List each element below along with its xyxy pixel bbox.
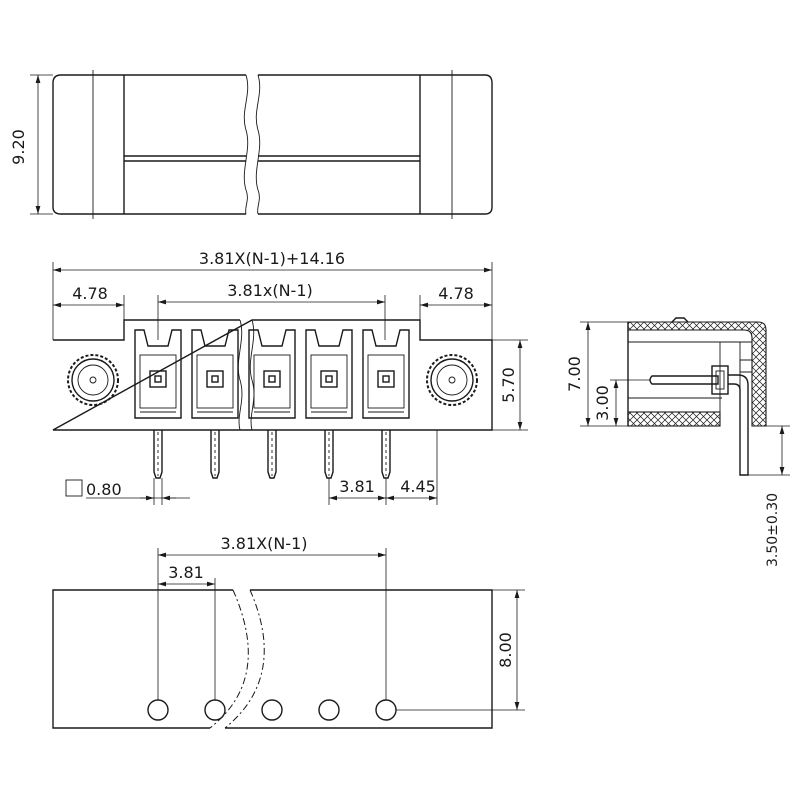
cavity-3 — [248, 329, 296, 419]
cavity-2 — [191, 329, 239, 419]
pin-size-label: 0.80 — [86, 480, 122, 499]
pcb-depth-label: 8.00 — [496, 632, 515, 668]
pcb-hole — [204, 699, 226, 721]
cavity-4 — [305, 329, 353, 419]
pcb-hole — [375, 699, 397, 721]
pin-height-label: 3.00 — [593, 385, 612, 421]
pcb-holes — [147, 699, 397, 721]
pcb-layout-view: 3.81X(N-1) 3.81 8.00 — [52, 534, 525, 729]
cavity-1 — [134, 329, 182, 419]
left-screw-icon — [67, 354, 119, 406]
overall-length-label: 3.81X(N-1)+14.16 — [199, 249, 345, 268]
front-view: 3.81X(N-1)+14.16 3.81x(N-1) 4.78 4.78 — [52, 249, 528, 505]
cavity-5 — [362, 329, 410, 419]
left-end-label: 4.78 — [72, 284, 108, 303]
pin-length-label: 3.50±0.30 — [765, 493, 781, 567]
pin-to-end-label: 4.45 — [400, 477, 436, 496]
pcb-hole — [261, 699, 283, 721]
right-screw-icon — [426, 354, 478, 406]
square-pin-icon — [65, 479, 83, 497]
top-view: 9.20 — [9, 70, 493, 219]
pcb-pitch-label: 3.81 — [168, 563, 204, 582]
side-height-label: 7.00 — [565, 356, 584, 392]
pitch-label: 3.81 — [339, 477, 375, 496]
terminal-cavities — [134, 329, 410, 419]
front-height-label: 5.70 — [499, 367, 518, 403]
pitch-span-label: 3.81x(N-1) — [227, 281, 313, 300]
pcb-pitch-span-label: 3.81X(N-1) — [221, 534, 308, 553]
pins — [153, 430, 391, 479]
pcb-hole — [147, 699, 169, 721]
right-end-label: 4.78 — [438, 284, 474, 303]
side-view: 7.00 3.00 3.50±0.30 — [565, 317, 790, 567]
pcb-hole — [318, 699, 340, 721]
top-height-label: 9.20 — [9, 129, 28, 165]
